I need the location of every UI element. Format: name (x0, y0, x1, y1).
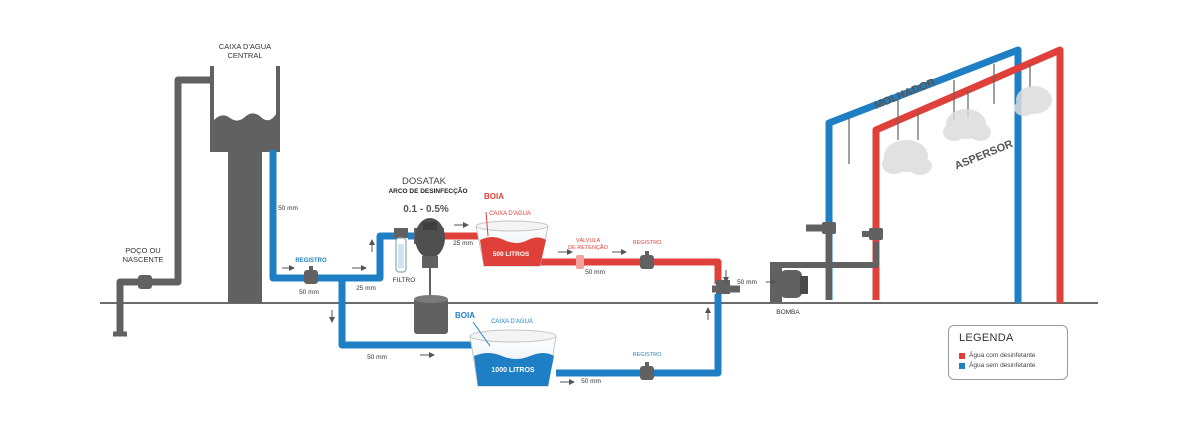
tank-500 (475, 220, 549, 267)
check-valve (576, 255, 584, 269)
central-tower (210, 66, 280, 303)
label-tank-500: 500 LITROS (493, 251, 530, 258)
label-dosatak-subtitle: ARCO DE DESINFECÇÃO (388, 186, 467, 195)
label-dosatak-title: DOSATAK (402, 176, 447, 187)
well-pump (124, 275, 166, 289)
label-poco-2: NASCENTE (123, 255, 164, 264)
label-caixa-central-2: CENTRAL (227, 51, 262, 60)
label-valvula-1: VÁLVULA (576, 237, 601, 244)
legend-box: LEGENDA Água com desinfetante Água sem d… (948, 325, 1068, 380)
label-filtro: FILTRO (393, 277, 416, 284)
boia-red-line (485, 211, 489, 237)
label-50mm-vertical: 50 mm (278, 205, 298, 212)
label-boia-blue: BOIA (455, 311, 475, 320)
legend-swatch-blue (959, 362, 965, 369)
frame-valves (815, 222, 883, 240)
legend-swatch-red (959, 352, 965, 359)
label-boia-red: BOIA (484, 192, 504, 201)
sprinkler-heads (848, 64, 1031, 164)
legend-title: LEGENDA (959, 332, 1014, 344)
label-registro-1: REGISTRO (295, 258, 327, 264)
label-dosatak-range: 0.1 - 0.5% (403, 204, 449, 215)
dosatak-unit (414, 218, 445, 298)
flow-arrows (282, 222, 777, 385)
boia-blue-line (472, 321, 491, 347)
legend-item-with-disinfectant: Água com desinfetante (959, 352, 1036, 359)
label-valvula-2: DE RETENÇÃO (568, 244, 608, 251)
label-poco-1: POÇO OU (125, 246, 160, 255)
legend-item-without-disinfectant: Água sem desinfetante (959, 362, 1036, 369)
label-caixa-1000: CAIXA D'AGUA (491, 319, 533, 325)
label-bomba: BOMBA (776, 309, 800, 316)
label-25mm-upper: 25 mm (453, 240, 473, 247)
disinfectant-container (414, 295, 448, 334)
label-caixa-central-1: CAIXA D'AGUA (219, 42, 271, 51)
label-25mm-lower: 25 mm (356, 285, 376, 292)
label-aspersor: ASPERSOR (953, 138, 1015, 172)
filter (394, 228, 408, 273)
blue-pipes (269, 46, 1022, 377)
label-registro-blue: REGISTRO (633, 352, 662, 358)
legend-label-without: Água sem desinfetante (969, 362, 1036, 369)
legend-label-with: Água com desinfetante (969, 352, 1036, 359)
bomba-pump (716, 262, 808, 302)
label-50mm-under-registro: 50 mm (299, 289, 319, 296)
label-50mm-red: 50 mm (585, 269, 605, 276)
label-50mm-bottom-right: 50 mm (581, 378, 601, 385)
label-50mm-bottom-left: 50 mm (367, 354, 387, 361)
tank-1000 (469, 329, 557, 387)
registro-valve-blue (640, 362, 654, 380)
label-50mm-bomba: 50 mm (737, 279, 757, 286)
label-tank-1000: 1000 LITROS (491, 367, 535, 374)
frame-feed (775, 232, 879, 300)
label-registro-red: REGISTRO (633, 240, 662, 246)
label-caixa-500: CAIXA D'AGUA (489, 211, 531, 217)
registro-valve-red (640, 251, 654, 269)
registro-valve-1 (304, 266, 318, 284)
mist-clouds (882, 86, 1052, 175)
